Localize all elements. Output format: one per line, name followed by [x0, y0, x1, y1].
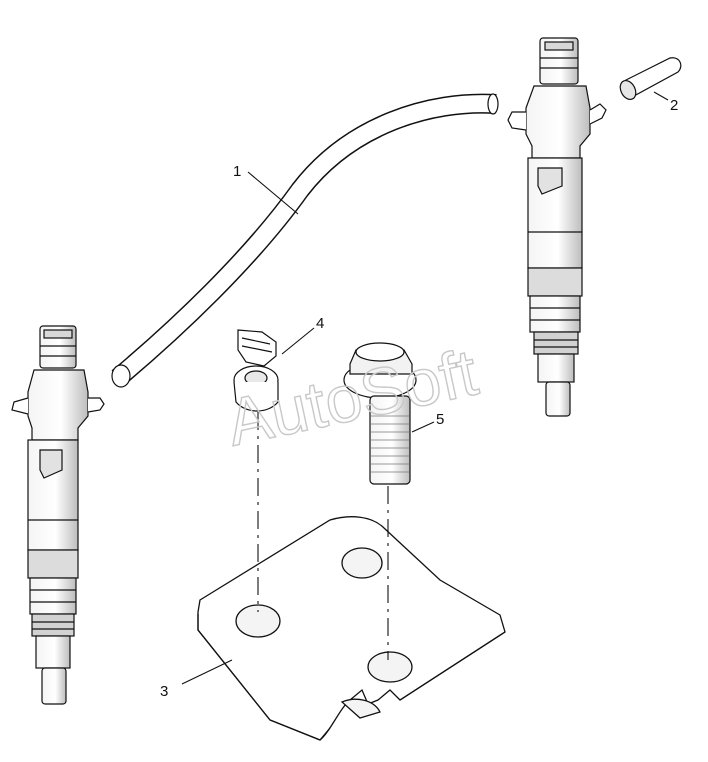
- injector-right-icon: [507, 37, 607, 417]
- injector-left-icon: [11, 325, 105, 705]
- hose-cap-icon: [619, 57, 682, 101]
- callout-1: 1: [233, 163, 241, 180]
- callout-3: 3: [160, 683, 168, 700]
- leak-off-hose-icon: [111, 93, 499, 388]
- alignment-lines: [257, 412, 389, 660]
- hose-clip-icon: [233, 329, 279, 412]
- mounting-plate-icon: [197, 516, 506, 741]
- callout-5: 5: [436, 411, 444, 428]
- callout-4: 4: [316, 315, 324, 332]
- callout-2: 2: [670, 97, 678, 114]
- leader-lines: [181, 91, 669, 685]
- flange-bolt-icon: [343, 342, 417, 485]
